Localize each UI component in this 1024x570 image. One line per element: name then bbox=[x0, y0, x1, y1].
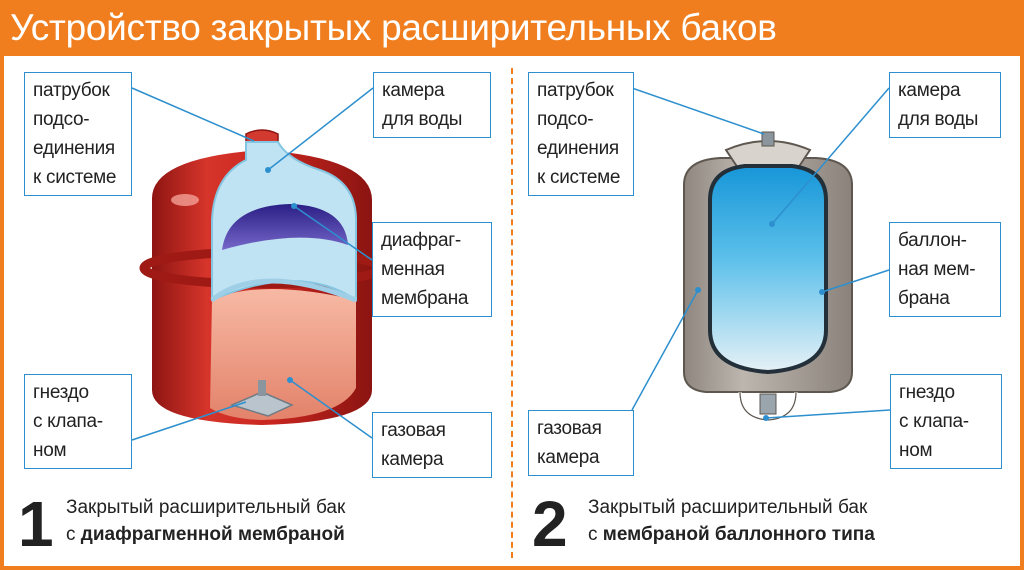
tank2-neck bbox=[724, 140, 812, 169]
tank2-caption-number: 2 bbox=[532, 488, 568, 560]
tank2-balloon bbox=[708, 164, 828, 375]
label-line: гнездо bbox=[899, 382, 955, 403]
caption-bold: диафрагменной мембраной bbox=[80, 524, 345, 545]
tank1-membrane-edge bbox=[210, 278, 357, 303]
tank1-caption: Закрытый расширительный бак с диафрагмен… bbox=[66, 494, 345, 548]
label-line: с клапа- bbox=[899, 411, 969, 432]
label-line: подсо- bbox=[537, 109, 594, 130]
tank2-caption-line2: с мембраной баллонного типа bbox=[588, 521, 875, 548]
tank1-valve bbox=[229, 391, 294, 417]
label-line: патрубок bbox=[33, 80, 110, 101]
label-line: диафраг- bbox=[381, 230, 461, 251]
label-line: единения bbox=[537, 138, 619, 159]
tank1-gas-chamber bbox=[210, 289, 356, 420]
label-line: к системе bbox=[537, 167, 621, 188]
tank2-valve bbox=[759, 393, 777, 415]
tank2-label-gas-chamber: газовая камера bbox=[528, 410, 634, 476]
section-divider bbox=[511, 68, 513, 558]
label-line: ном bbox=[33, 440, 67, 461]
tank2-drawing bbox=[683, 131, 853, 422]
tank2-caption-line1: Закрытый расширительный бак bbox=[588, 497, 868, 518]
label-line: подсо- bbox=[33, 109, 90, 130]
caption-prefix: с bbox=[588, 524, 598, 545]
tank1-highlight bbox=[171, 194, 199, 206]
label-line: для воды bbox=[382, 109, 463, 130]
tank2-label-nozzle: патрубок подсо- единения к системе bbox=[528, 72, 634, 196]
label-line: с клапа- bbox=[33, 411, 103, 432]
tank2-label-membrane: баллон- ная мем- брана bbox=[889, 222, 1001, 317]
label-line: менная bbox=[381, 259, 445, 280]
tank1-label-membrane: диафраг- менная мембрана bbox=[372, 222, 492, 317]
label-line: гнездо bbox=[33, 382, 89, 403]
label-line: ная мем- bbox=[898, 259, 976, 280]
label-line: камера bbox=[382, 80, 445, 101]
tank1-label-water-chamber: камера для воды bbox=[373, 72, 491, 138]
label-line: патрубок bbox=[537, 80, 614, 101]
tank2-caption: Закрытый расширительный бак с мембраной … bbox=[588, 494, 875, 548]
leader-lines bbox=[131, 87, 891, 441]
tank1-label-valve: гнездо с клапа- ном bbox=[24, 374, 132, 469]
label-line: брана bbox=[898, 288, 950, 309]
tank1-diaphragm bbox=[222, 204, 348, 250]
tank2-label-valve: гнездо с клапа- ном bbox=[890, 374, 1002, 469]
tank1-label-nozzle: патрубок подсо- единения к системе bbox=[24, 72, 132, 196]
caption-prefix: с bbox=[66, 524, 76, 545]
label-line: для воды bbox=[898, 109, 979, 130]
tank1-caption-number: 1 bbox=[18, 488, 54, 560]
label-line: камера bbox=[537, 447, 600, 468]
label-line: ном bbox=[899, 440, 933, 461]
tank1-drawing bbox=[139, 129, 385, 425]
label-line: камера bbox=[381, 449, 444, 470]
page-title: Устройство закрытых расширительных баков bbox=[10, 7, 777, 48]
label-line: газовая bbox=[537, 418, 602, 439]
label-line: баллон- bbox=[898, 230, 967, 251]
label-line: единения bbox=[33, 138, 115, 159]
caption-bold: мембраной баллонного типа bbox=[602, 524, 875, 545]
leader-dots bbox=[265, 167, 825, 421]
title-bar: Устройство закрытых расширительных баков bbox=[0, 0, 1024, 56]
label-line: камера bbox=[898, 80, 961, 101]
label-line: к системе bbox=[33, 167, 117, 188]
label-line: мембрана bbox=[381, 288, 469, 309]
label-line: газовая bbox=[381, 420, 446, 441]
tank1-caption-line2: с диафрагменной мембраной bbox=[66, 521, 345, 548]
tank1-caption-line1: Закрытый расширительный бак bbox=[66, 497, 346, 518]
tank2-label-water-chamber: камера для воды bbox=[889, 72, 1001, 138]
tank1-label-gas-chamber: газовая камера bbox=[372, 412, 492, 478]
